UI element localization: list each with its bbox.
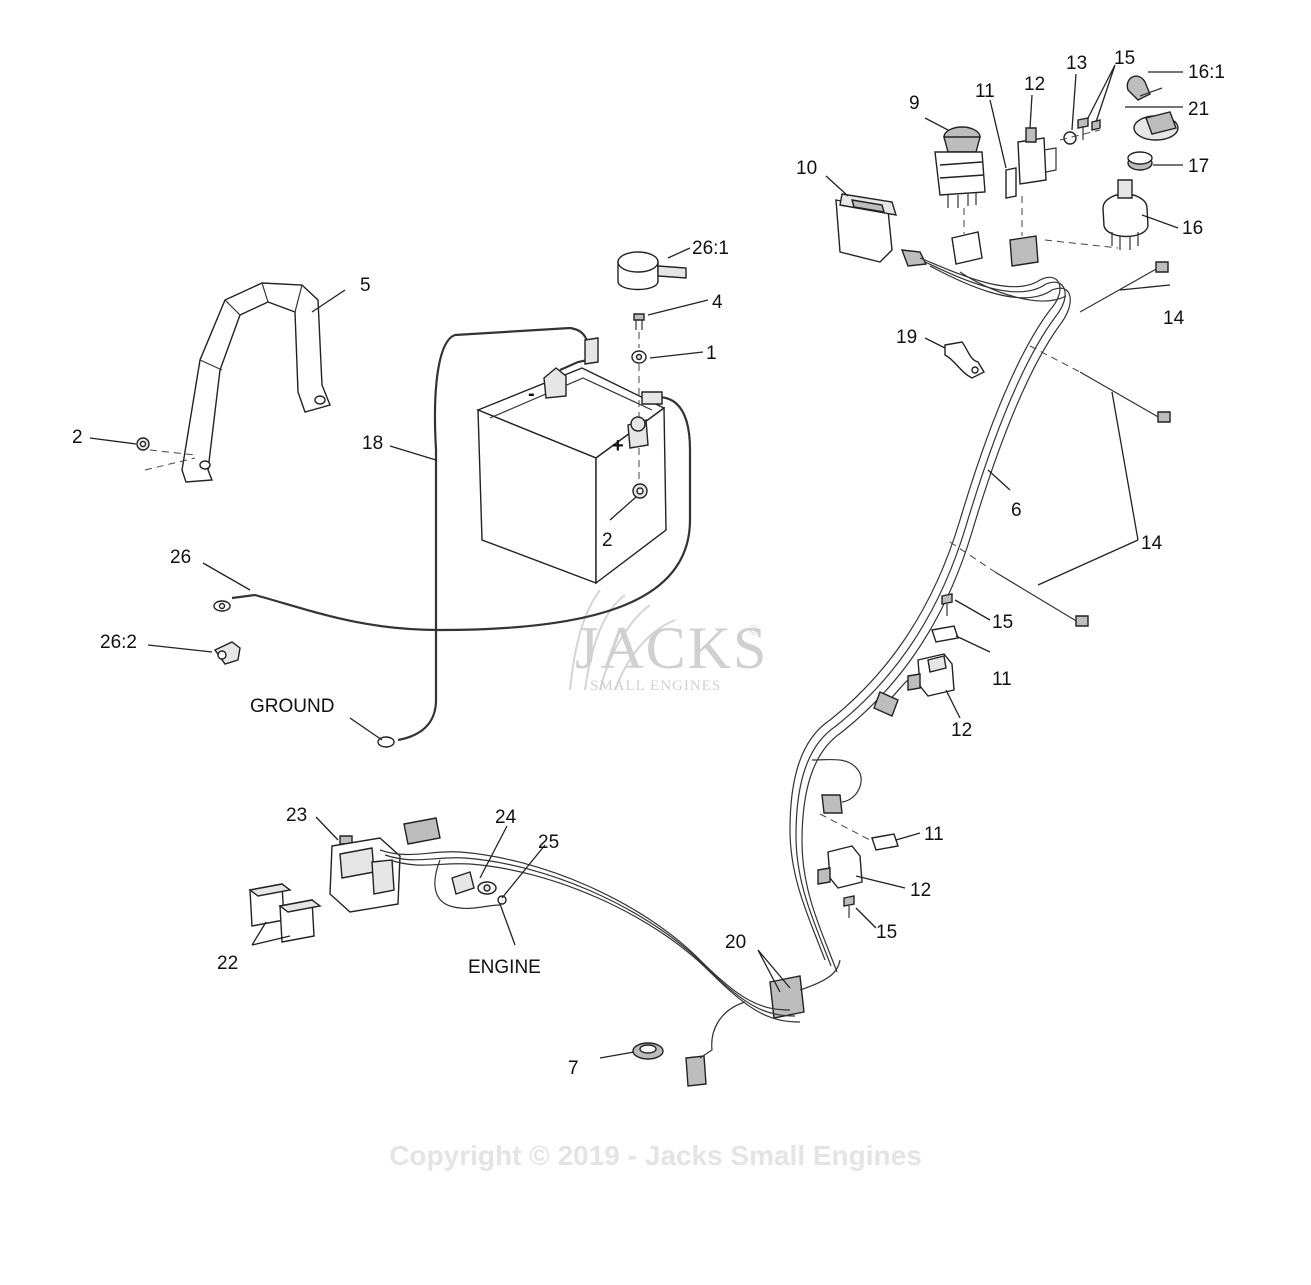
key-switch-knob-part: [1133, 111, 1179, 141]
cable-tie-part: [1079, 261, 1169, 313]
watermark-brand: JACKS: [575, 615, 768, 681]
label-18: 18: [362, 433, 383, 454]
label-12-top: 12: [1024, 74, 1045, 95]
watermark-registered: ©: [748, 623, 760, 639]
label-22: 22: [217, 953, 238, 974]
positive-battery-cable: [213, 391, 692, 632]
label-2-battery: 2: [602, 530, 613, 551]
label-26-1: 26:1: [692, 238, 729, 259]
grommet-part: [632, 1042, 664, 1060]
label-24: 24: [495, 807, 517, 828]
label-2-left: 2: [72, 427, 83, 448]
clip-part: [1005, 167, 1017, 199]
label-engine: ENGINE: [468, 957, 541, 978]
label-4: 4: [712, 292, 723, 313]
label-12-middle: 12: [951, 720, 972, 741]
label-26-2: 26:2: [100, 632, 137, 653]
clip-part: [871, 833, 899, 851]
screw-part: [941, 593, 953, 616]
relay-part: [248, 883, 322, 943]
label-19: 19: [896, 327, 917, 348]
hour-meter-part: [835, 193, 898, 263]
wiring-harness-part: [379, 849, 841, 1059]
label-12-bottom: 12: [910, 880, 931, 901]
label-6: 6: [1011, 500, 1022, 521]
label-1: 1: [706, 343, 717, 364]
battery-strap-part: [181, 282, 331, 483]
label-17: 17: [1188, 156, 1209, 177]
pto-switch-part: [934, 126, 986, 208]
clip-part: [931, 625, 959, 643]
washer-part: [1063, 131, 1077, 145]
negative-battery-cable: [377, 326, 599, 748]
label-13: 13: [1066, 53, 1087, 74]
ring-terminal-part: [213, 641, 241, 665]
harness-connector-part: [900, 231, 1039, 267]
label-26: 26: [170, 547, 191, 568]
copyright-watermark: Copyright © 2019 - Jacks Small Engines: [389, 1140, 922, 1171]
label-14-bottom: 14: [1141, 533, 1163, 554]
clamp-part: [944, 341, 985, 379]
terminal-cover-part: [617, 251, 687, 291]
watermark-logo: JACKS © SMALL ENGINES: [569, 589, 768, 694]
battery-part: [476, 367, 667, 585]
label-15-bottom: 15: [876, 922, 897, 943]
wiring-harness-part: [789, 257, 1071, 973]
cable-tie-part: [994, 571, 1089, 627]
bolt-part: [633, 313, 645, 330]
battery-negative-sign: -: [528, 383, 535, 405]
label-16: 16: [1182, 218, 1203, 239]
nut-part: [136, 437, 150, 451]
label-10: 10: [796, 158, 817, 179]
battery-positive-sign: +: [612, 435, 624, 457]
safety-switch-part: [817, 845, 863, 889]
label-11-top: 11: [975, 81, 995, 102]
part-labels: 16:1 21 17 16 13 15 12 11 9 10 14 26:1 4…: [72, 48, 1225, 1079]
label-23: 23: [286, 805, 307, 826]
label-16-1: 16:1: [1188, 62, 1225, 83]
watermark-sub: SMALL ENGINES: [590, 678, 721, 694]
key-switch-part: [1102, 179, 1149, 250]
safety-switch-part: [907, 653, 955, 697]
label-14-top: 14: [1163, 308, 1185, 329]
label-15-top: 15: [1114, 48, 1135, 69]
label-15-middle: 15: [992, 612, 1013, 633]
washer-part: [631, 350, 647, 364]
label-11-bottom: 11: [924, 824, 944, 845]
label-20: 20: [725, 932, 746, 953]
label-7: 7: [568, 1058, 579, 1079]
cable-tie-part: [1079, 371, 1171, 423]
screw-part: [1077, 117, 1101, 140]
switch-nut-part: [1127, 151, 1153, 171]
harness-connector-part: [403, 817, 805, 1087]
ignition-key-part: [1126, 75, 1163, 101]
watermark-grass-icon: [569, 589, 676, 691]
ring-terminal-part: [497, 895, 507, 905]
label-21: 21: [1188, 99, 1209, 120]
bolt-part: [451, 871, 497, 895]
label-9: 9: [909, 93, 920, 114]
harness-connector-part: [821, 691, 899, 814]
screw-part: [843, 895, 855, 918]
label-ground: GROUND: [250, 696, 334, 717]
label-25: 25: [538, 832, 559, 853]
label-11-middle: 11: [992, 669, 1012, 690]
fuse-block-part: [329, 837, 401, 913]
safety-switch-part: [1017, 127, 1057, 185]
label-5: 5: [360, 275, 371, 296]
leader-lines: [89, 64, 1183, 1059]
